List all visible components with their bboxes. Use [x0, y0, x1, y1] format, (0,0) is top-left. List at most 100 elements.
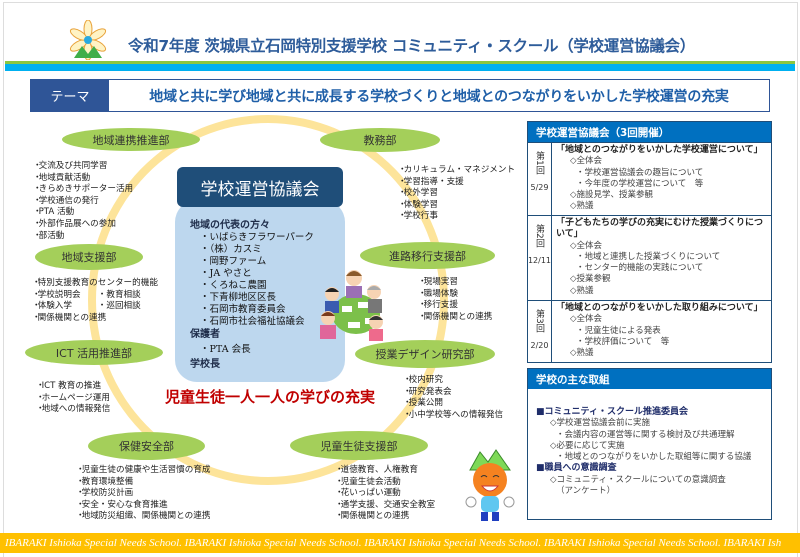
task-item: 交流及び共同学習: [33, 161, 133, 173]
task-item: 体験入学 ・巡回相談: [32, 301, 158, 313]
community-member: くろねこ農園: [190, 280, 345, 292]
initiative-item: （アンケート）: [556, 486, 616, 497]
task-item: 地域貢献活動: [33, 173, 133, 185]
community-member: いばらきフラワーパーク: [190, 232, 345, 244]
parent-member: PTA 会長: [190, 344, 345, 356]
department-task-list: ICT 教育の推進ホームページ運用地域への情報発信: [36, 381, 111, 416]
task-item: 関係機関との連携: [32, 313, 158, 325]
meeting-topic: 「子どもたちの学びの充実にむけた授業づくりについて」: [556, 218, 764, 240]
divider-green: [5, 61, 795, 64]
task-item: 外部作品展への参加: [33, 219, 133, 231]
initiative-heading: ■コミュニティ・スクール推進委員会: [536, 407, 688, 417]
task-item: 小中学校等への情報発信: [403, 410, 504, 422]
department-label: 児童生徒支援部: [290, 431, 428, 460]
task-item: 道徳教育、人権教育: [335, 465, 435, 477]
agenda-item: ◇熟議: [570, 348, 594, 359]
task-item: 校内研究: [403, 375, 503, 387]
agenda-item: ・児童生徒による発表: [576, 325, 661, 336]
initiative-item: ◇コミュニティ・スクールについての意識調査: [550, 474, 726, 485]
agenda-item: ◇全体会: [570, 314, 603, 325]
agenda-item: ◇全体会: [570, 240, 603, 251]
initiatives-title: 学校の主な取組: [528, 369, 771, 389]
task-item: PTA 活動: [33, 207, 133, 219]
community-member: JA やさと: [190, 268, 345, 280]
council-members-box: 地域の代表の方々 いばらきフラワーパーク（株）カスミ岡野ファームJA やさとくろ…: [175, 200, 345, 382]
department-label: 進路移行支援部: [360, 242, 495, 269]
agenda-item: ◇授業参観: [570, 274, 611, 285]
meeting-illustration: [320, 270, 383, 341]
agenda-item: ◇熟議: [570, 285, 594, 296]
parents-heading: 保護者: [190, 329, 220, 340]
department-task-list: カリキュラム・マネジメント学習指導・支援校外学習体験学習学校行事: [398, 165, 515, 223]
community-member: 石岡市社会福祉協議会: [190, 316, 345, 328]
meeting-date: 5/29: [530, 182, 549, 192]
task-item: 学校行事: [398, 211, 515, 223]
department-task-list: 道徳教育、人権教育児童生徒会活動花いっぱい運動通学支援、交通安全教室関係機関との…: [335, 465, 436, 523]
initiative-item: ・地域とのつながりをいかした取組等に関する協議: [556, 452, 752, 463]
task-item: 関係機関との連携: [335, 511, 435, 523]
task-item: 授業公開: [403, 398, 503, 410]
meeting-number: 第3回: [534, 309, 544, 333]
mascot-illustration: [465, 449, 515, 521]
department-label: 教務部: [320, 128, 440, 152]
task-item: 通学支援、交通安全教室: [335, 500, 436, 512]
meetings-title: 学校運営協議会（3回開催）: [528, 122, 771, 142]
task-item: 現場実習: [418, 277, 492, 289]
community-member: 下青柳地区区長: [190, 292, 345, 304]
task-item: 安全・安心な食育推進: [76, 500, 211, 512]
task-item: 部活動: [33, 231, 133, 243]
department-task-list: 特別支援教育のセンター的機能学校説明会 ・教育相談体験入学 ・巡回相談関係機関と…: [32, 278, 158, 324]
task-item: ICT 教育の推進: [36, 381, 110, 393]
task-item: 学校防災計画: [76, 488, 211, 500]
initiative-item: ◇必要に応じて実施: [550, 440, 625, 451]
meeting-date: 2/20: [530, 340, 549, 350]
task-item: 学校説明会 ・教育相談: [32, 290, 158, 302]
footer-banner: IBARAKI Ishioka Special Needs School. IB…: [0, 533, 800, 553]
agenda-item: ・学校運営協議会の趣旨について: [576, 167, 704, 178]
theme-box: テーマ 地域と共に学び地域と共に成長する学校づくりと地域とのつながりをいかした学…: [30, 79, 770, 112]
department-label: 授業デザイン研究部: [355, 340, 495, 368]
page-frame: [3, 2, 798, 557]
task-item: カリキュラム・マネジメント: [398, 165, 515, 177]
task-item: 地域防災組織、関係機関との連携: [76, 511, 211, 523]
slogan: 児童生徒一人一人の学びの充実: [164, 388, 375, 406]
task-item: 特別支援教育のセンター的機能: [32, 278, 158, 290]
task-item: 児童生徒の健康や生活習慣の育成: [76, 465, 211, 477]
agenda-item: ◇施設見学、授業参観: [570, 190, 654, 201]
initiative-heading: ■職員への意識調査: [536, 463, 617, 474]
department-label: 地域支援部: [35, 244, 143, 270]
agenda-item: ・センター的機能の実践について: [576, 263, 704, 274]
task-item: 学校通信の発行: [33, 196, 133, 208]
theme-text: 地域と共に学び地域と共に成長する学校づくりと地域とのつながりをいかした学校運営の…: [149, 88, 729, 105]
meeting-row: 第3回 2/20 「地域とのつながりをいかした取り組みについて」◇全体会・児童生徒に…: [528, 300, 771, 363]
task-item: ホームページ運用: [36, 393, 110, 405]
department-label: 地域連携推進部: [62, 128, 200, 151]
task-item: 児童生徒会活動: [335, 477, 435, 489]
department-task-list: 校内研究研究発表会授業公開小中学校等への情報発信: [403, 375, 504, 422]
meeting-topic: 「地域とのつながりをいかした学校運営について」: [556, 145, 763, 155]
agenda-item: ◇熟議: [570, 201, 594, 212]
initiatives-panel: 学校の主な取組 ■コミュニティ・スクール推進委員会◇学校運営協議会前に実施・会議…: [527, 368, 772, 520]
council-title: 学校運営協議会: [177, 167, 343, 207]
task-item: 移行支援: [418, 300, 492, 312]
department-task-list: 現場実習職場体験移行支援関係機関との連携: [418, 277, 493, 323]
task-item: 職場体験: [418, 289, 492, 301]
task-item: 研究発表会: [403, 387, 503, 399]
task-item: 学習指導・支援: [398, 177, 515, 189]
agenda-item: ◇全体会: [570, 156, 603, 167]
meeting-number: 第2回: [534, 224, 544, 248]
department-task-list: 児童生徒の健康や生活習慣の育成教育環境整備学校防災計画安全・安心な食育推進地域防…: [76, 465, 211, 523]
community-member: 岡野ファーム: [190, 256, 345, 268]
department-task-list: 交流及び共同学習地域貢献活動きらめきサポーター活用学校通信の発行PTA 活動外部…: [33, 161, 134, 243]
page-title: 令和7年度 茨城県立石岡特別支援学校 コミュニティ・スクール（学校運営協議会）: [128, 37, 695, 55]
community-heading: 地域の代表の方々: [190, 220, 270, 231]
initiative-item: ・会議内容の運営等に関する検討及び共通理解: [556, 429, 735, 440]
task-item: 花いっぱい運動: [335, 488, 435, 500]
meeting-topic: 「地域とのつながりをいかした取り組みについて」: [556, 303, 763, 313]
initiative-item: ◇学校運営協議会前に実施: [550, 418, 651, 429]
task-item: 校外学習: [398, 188, 515, 200]
department-label: ICT 活用推進部: [25, 340, 163, 365]
